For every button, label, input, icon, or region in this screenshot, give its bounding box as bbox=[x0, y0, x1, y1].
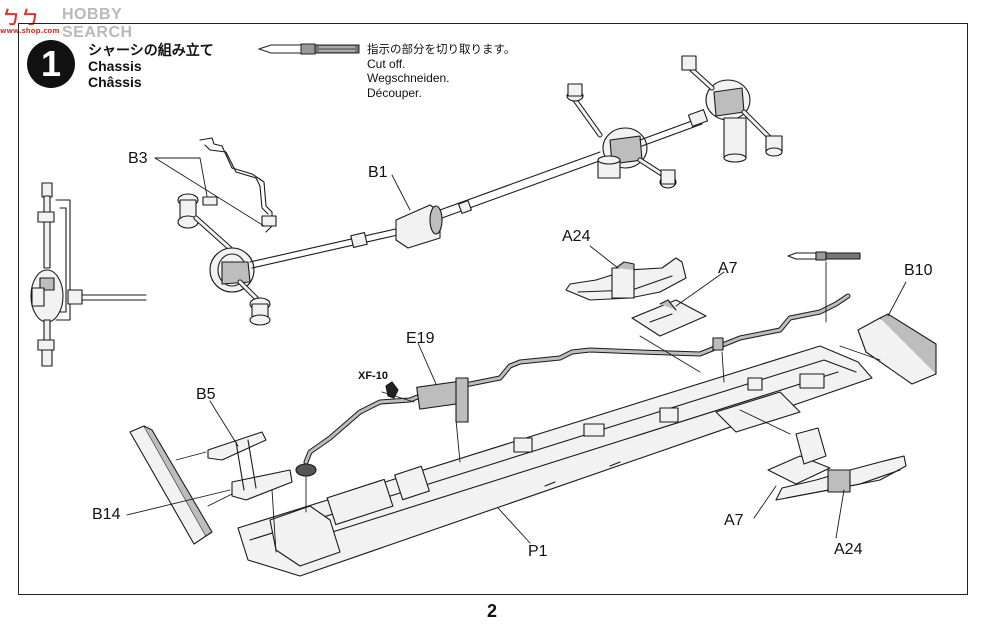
hobby-knife-icon bbox=[257, 43, 360, 55]
front-axle-top-view bbox=[30, 182, 147, 367]
part-p1-chassis-frame bbox=[237, 345, 873, 577]
part-a24-a7-bottom-spring bbox=[767, 427, 907, 501]
page-number: 2 bbox=[487, 601, 498, 621]
label-a24-top: A24 bbox=[562, 228, 591, 245]
instruction-frame bbox=[18, 23, 968, 595]
label-b5: B5 bbox=[196, 386, 216, 403]
part-b10-crossmember bbox=[857, 313, 937, 385]
cut-instruction-japanese: 指示の部分を切り取ります。 bbox=[367, 42, 516, 56]
part-b1-driveshaft bbox=[395, 151, 603, 249]
leader-lines bbox=[126, 157, 907, 553]
label-b10: B10 bbox=[904, 262, 933, 279]
paint-drop-icon bbox=[385, 381, 399, 399]
front-axle-assembly bbox=[177, 193, 403, 326]
part-b3-tie-rod bbox=[199, 137, 277, 233]
cut-instruction-german: Wegschneiden. bbox=[367, 71, 450, 85]
cut-instruction: 指示の部分を切り取ります。 Cut off. Wegschneiden. Déc… bbox=[367, 42, 515, 100]
step-title-japanese: シャーシの組み立て bbox=[88, 43, 214, 59]
part-e19-exhaust-pipe bbox=[295, 293, 851, 477]
cut-instruction-english: Cut off. bbox=[367, 56, 406, 71]
part-a24-a7-top-spring bbox=[565, 257, 707, 337]
watermark-text: HOBBY SEARCH bbox=[62, 6, 133, 41]
watermark-url: www.shop.com bbox=[0, 27, 60, 35]
label-e19: E19 bbox=[406, 330, 435, 347]
label-xf10: XF-10 bbox=[358, 370, 388, 382]
label-b1: B1 bbox=[368, 164, 388, 181]
part-b14-bumper bbox=[129, 425, 213, 545]
watermark: ㄅㄅ HOBBY SEARCH www.shop.com bbox=[0, 2, 170, 41]
hobby-knife-small-icon bbox=[787, 251, 861, 261]
step-title-english: Chassis bbox=[88, 58, 142, 74]
label-a24-bottom: A24 bbox=[834, 541, 863, 558]
step-title-french: Châssis bbox=[88, 74, 142, 90]
step-number-badge: 1 bbox=[27, 40, 75, 88]
cut-instruction-french: Découper. bbox=[367, 85, 422, 100]
label-a7-top: A7 bbox=[718, 260, 738, 277]
label-b14: B14 bbox=[92, 506, 121, 523]
label-a7-bottom: A7 bbox=[724, 512, 744, 529]
part-b5-bracket bbox=[207, 431, 293, 501]
rear-axle-assembly bbox=[566, 55, 783, 189]
label-p1: P1 bbox=[528, 543, 548, 560]
label-b3: B3 bbox=[128, 150, 148, 167]
